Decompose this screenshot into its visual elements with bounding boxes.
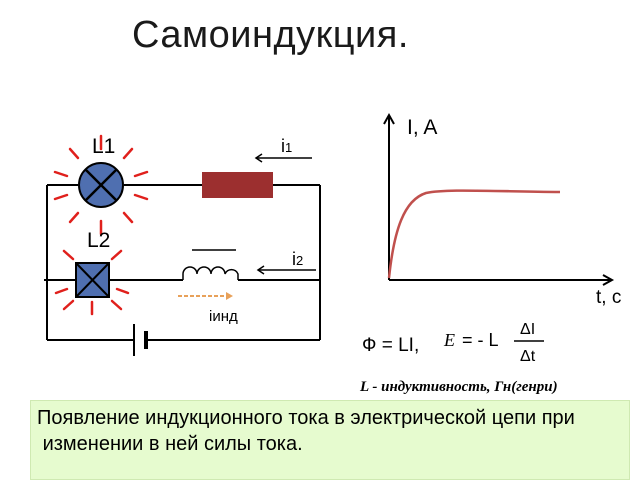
graph-axes	[383, 112, 615, 286]
flux-formula: Ф = LI,	[362, 335, 419, 356]
battery-symbol	[133, 324, 148, 356]
caption-box: Появление индукционного тока в электриче…	[30, 400, 630, 480]
inductor-coil	[182, 249, 239, 280]
lamp-l1-rays	[53, 134, 149, 236]
formulas: Ф = LI, E = - L ΔI Δt L - индуктивность,…	[359, 321, 558, 395]
lamp-l1-label: L1	[92, 135, 115, 158]
induced-current-label: iинд	[209, 308, 238, 325]
inductance-note: L - индуктивность, Гн(генри)	[359, 379, 558, 395]
emf-denominator: Δt	[520, 348, 536, 365]
lamp-l1	[53, 134, 149, 236]
circuit-wires	[44, 184, 321, 341]
graph-current-curve	[387, 189, 561, 279]
emf-symbol: E	[443, 330, 455, 350]
current-i2-arrow	[256, 265, 316, 275]
lamp-l2-rays	[54, 249, 130, 316]
slide-title: Самоиндукция.	[132, 14, 409, 56]
graph-x-axis-label: t, c	[596, 287, 621, 308]
resistor	[202, 172, 273, 198]
self-induction-diagram: L1 i1 L2 i2 iинд	[44, 112, 621, 395]
induced-current-arrow	[178, 292, 233, 300]
current-i1-label: i1	[281, 136, 292, 156]
graph-y-axis-label: I, A	[407, 116, 437, 139]
lamp-l2-label: L2	[87, 229, 110, 252]
current-i2-label: i2	[292, 249, 303, 269]
emf-numerator: ΔI	[520, 321, 535, 338]
lamp-l2	[54, 249, 130, 316]
current-i1-arrow	[254, 153, 312, 163]
current-vs-time-graph: I, A t, c	[383, 112, 621, 308]
emf-equation: = - L	[462, 330, 499, 350]
